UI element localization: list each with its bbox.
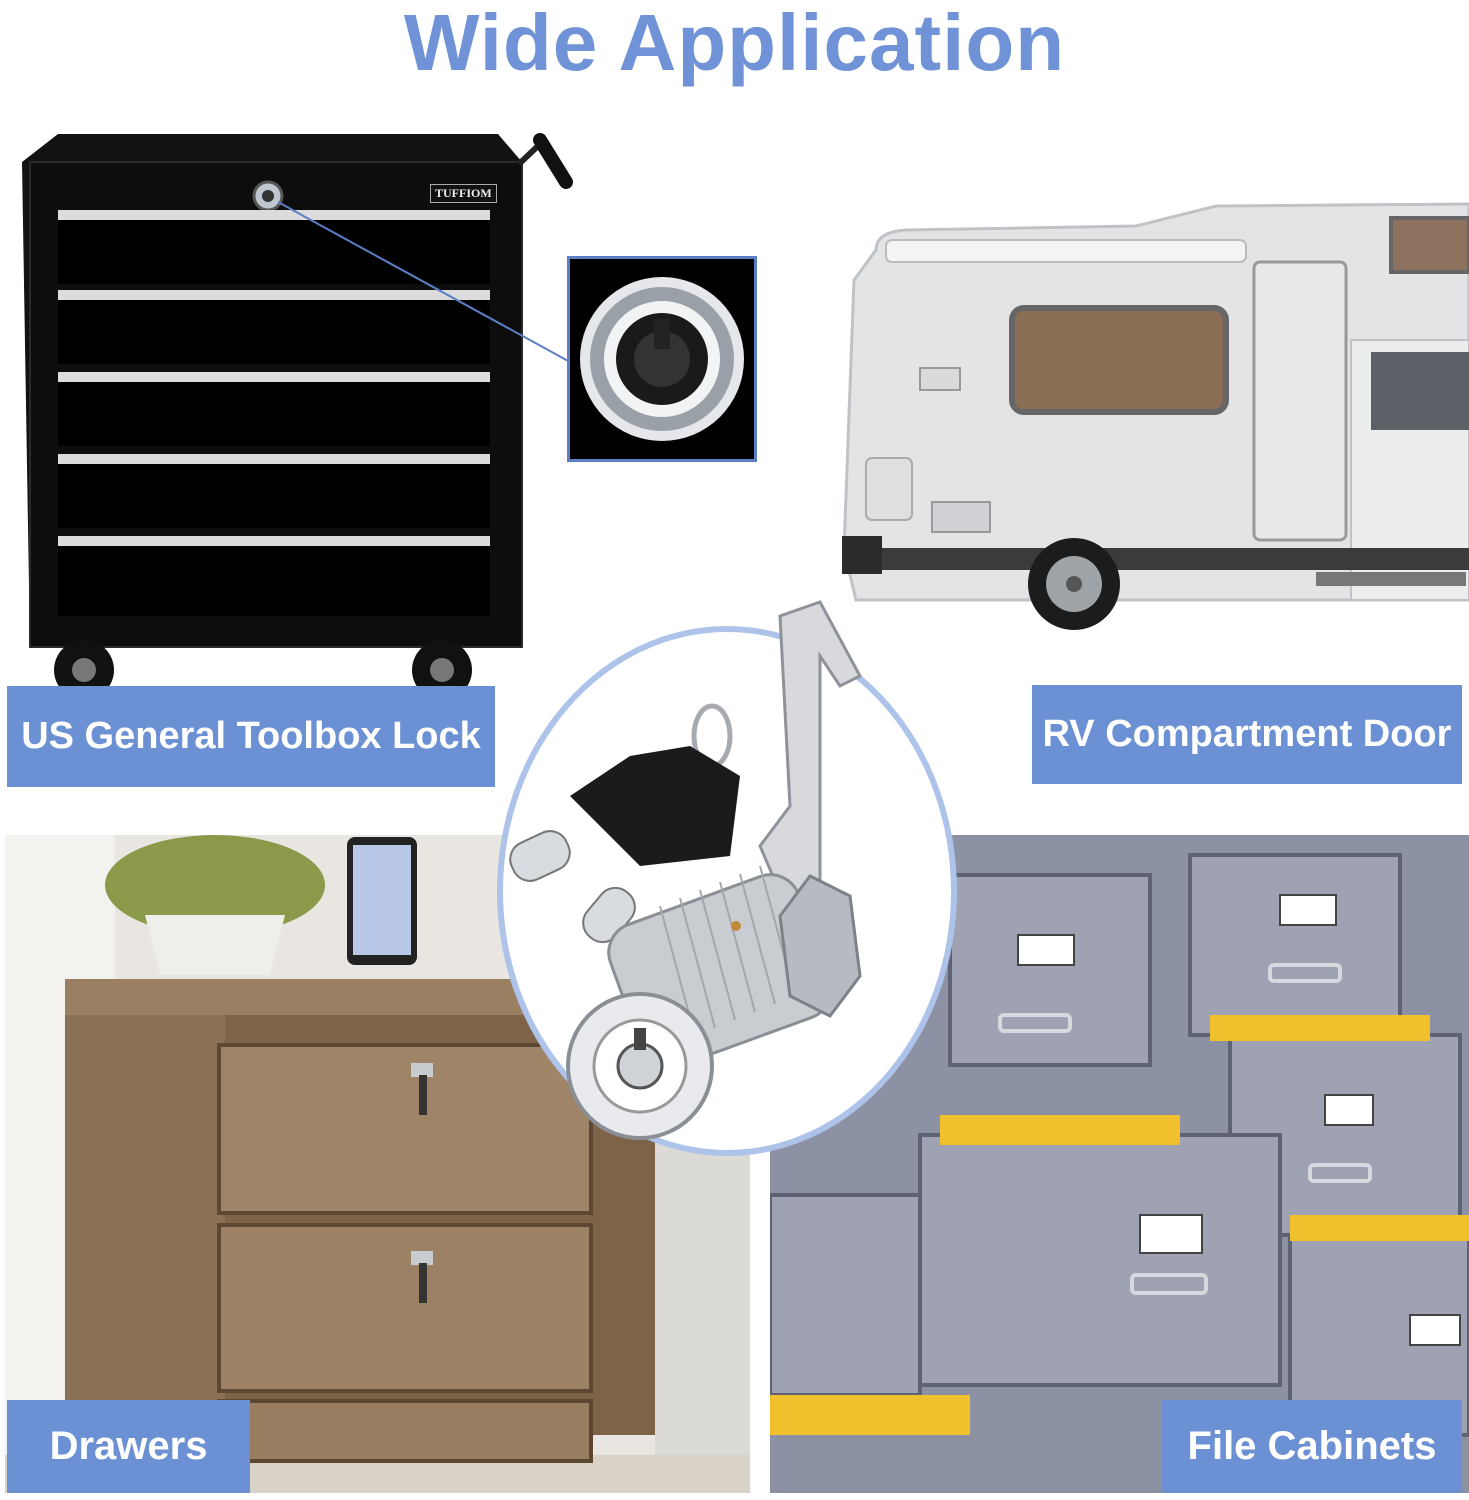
rv-panel [836,200,1469,630]
rv-illustration [842,202,1469,630]
cam-lock-illustration [509,600,863,1140]
lock-closeup-inset [567,256,757,462]
page-title: Wide Application [403,0,1066,87]
label-drawers: Drawers [7,1400,250,1493]
label-file-cabinets: File Cabinets [1162,1400,1462,1493]
cam-lock-product [490,596,970,1156]
label-toolbox: US General Toolbox Lock [7,686,495,787]
toolbox-panel: TUFFIOM [0,122,590,692]
lock-closeup-illustration [580,277,744,441]
toolbox-illustration [22,133,588,692]
file-cabinets-panel [770,835,1469,1493]
toolbox-brand-badge: TUFFIOM [430,184,497,203]
file-cabinets-illustration [770,835,1469,1493]
label-rv: RV Compartment Door [1032,685,1462,784]
